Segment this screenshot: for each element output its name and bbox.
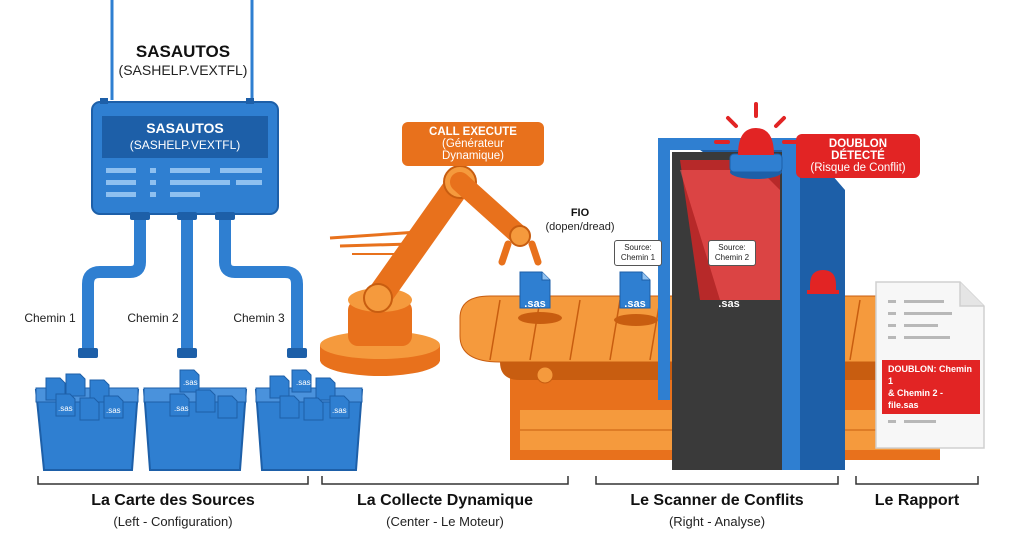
bin2-file-label-a: .sas	[183, 378, 198, 387]
fio-title: FIO	[570, 207, 590, 219]
report-alert-banner: DOUBLON: Chemin 1 & Chemin 2 - file.sas	[882, 360, 980, 414]
source-tag-1: Source: Chemin 1	[614, 240, 662, 266]
section-subtitle-collecte: (Center - Le Moteur)	[386, 514, 504, 529]
robot-arm	[320, 165, 542, 376]
siren-icon	[714, 102, 798, 173]
section-subtitle-scanner: (Right - Analyse)	[668, 514, 766, 529]
bin3-file-label-a: .sas	[296, 378, 311, 387]
doublon-detecte-subtitle: (Risque de Conflit)	[810, 162, 906, 174]
bin-3	[254, 369, 364, 471]
doublon-detecte-title: DOUBLON DÉTECTÉ	[828, 138, 888, 162]
bin1-file-label-a: .sas	[58, 404, 73, 413]
hub-title: SASAUTOS	[146, 120, 224, 136]
belt-file-label-3: .sas	[718, 298, 740, 310]
call-execute-subtitle: (Générateur Dynamique)	[441, 138, 504, 162]
path-label-3: Chemin 3	[233, 311, 285, 325]
bin2-file-label-b: .sas	[174, 404, 189, 413]
sasautos-hub	[91, 98, 279, 215]
scanner-gate	[658, 138, 845, 470]
section-title-collecte: La Collecte Dynamique	[356, 492, 534, 509]
section-title-sources: La Carte des Sources	[91, 492, 255, 509]
call-execute-badge: CALL EXECUTE (Générateur Dynamique)	[402, 122, 544, 166]
source-tag-2: Source: Chemin 2	[708, 240, 756, 266]
bin3-file-label-b: .sas	[332, 406, 347, 415]
belt-file-label-1: .sas	[524, 298, 546, 310]
belt-file-label-2: .sas	[624, 298, 646, 310]
doublon-detecte-badge: DOUBLON DÉTECTÉ (Risque de Conflit)	[796, 134, 920, 178]
section-brackets	[37, 476, 979, 485]
top-title: SASAUTOS	[135, 42, 231, 61]
hub-subtitle: (SASHELP.VEXTFL)	[129, 138, 241, 152]
bin-1	[34, 373, 140, 471]
path-label-1: Chemin 1	[24, 311, 76, 325]
fio-subtitle: (dopen/dread)	[545, 221, 615, 233]
section-title-scanner: Le Scanner de Conflits	[630, 492, 804, 509]
section-title-rapport: Le Rapport	[874, 492, 960, 509]
bin-2	[142, 369, 248, 471]
path-label-2: Chemin 2	[127, 311, 179, 325]
section-subtitle-sources: (Left - Configuration)	[113, 514, 233, 529]
call-execute-title: CALL EXECUTE	[429, 126, 517, 138]
bin1-file-label-b: .sas	[106, 406, 121, 415]
pipes	[82, 214, 303, 350]
top-subtitle: (SASHELP.VEXTFL)	[118, 62, 248, 78]
